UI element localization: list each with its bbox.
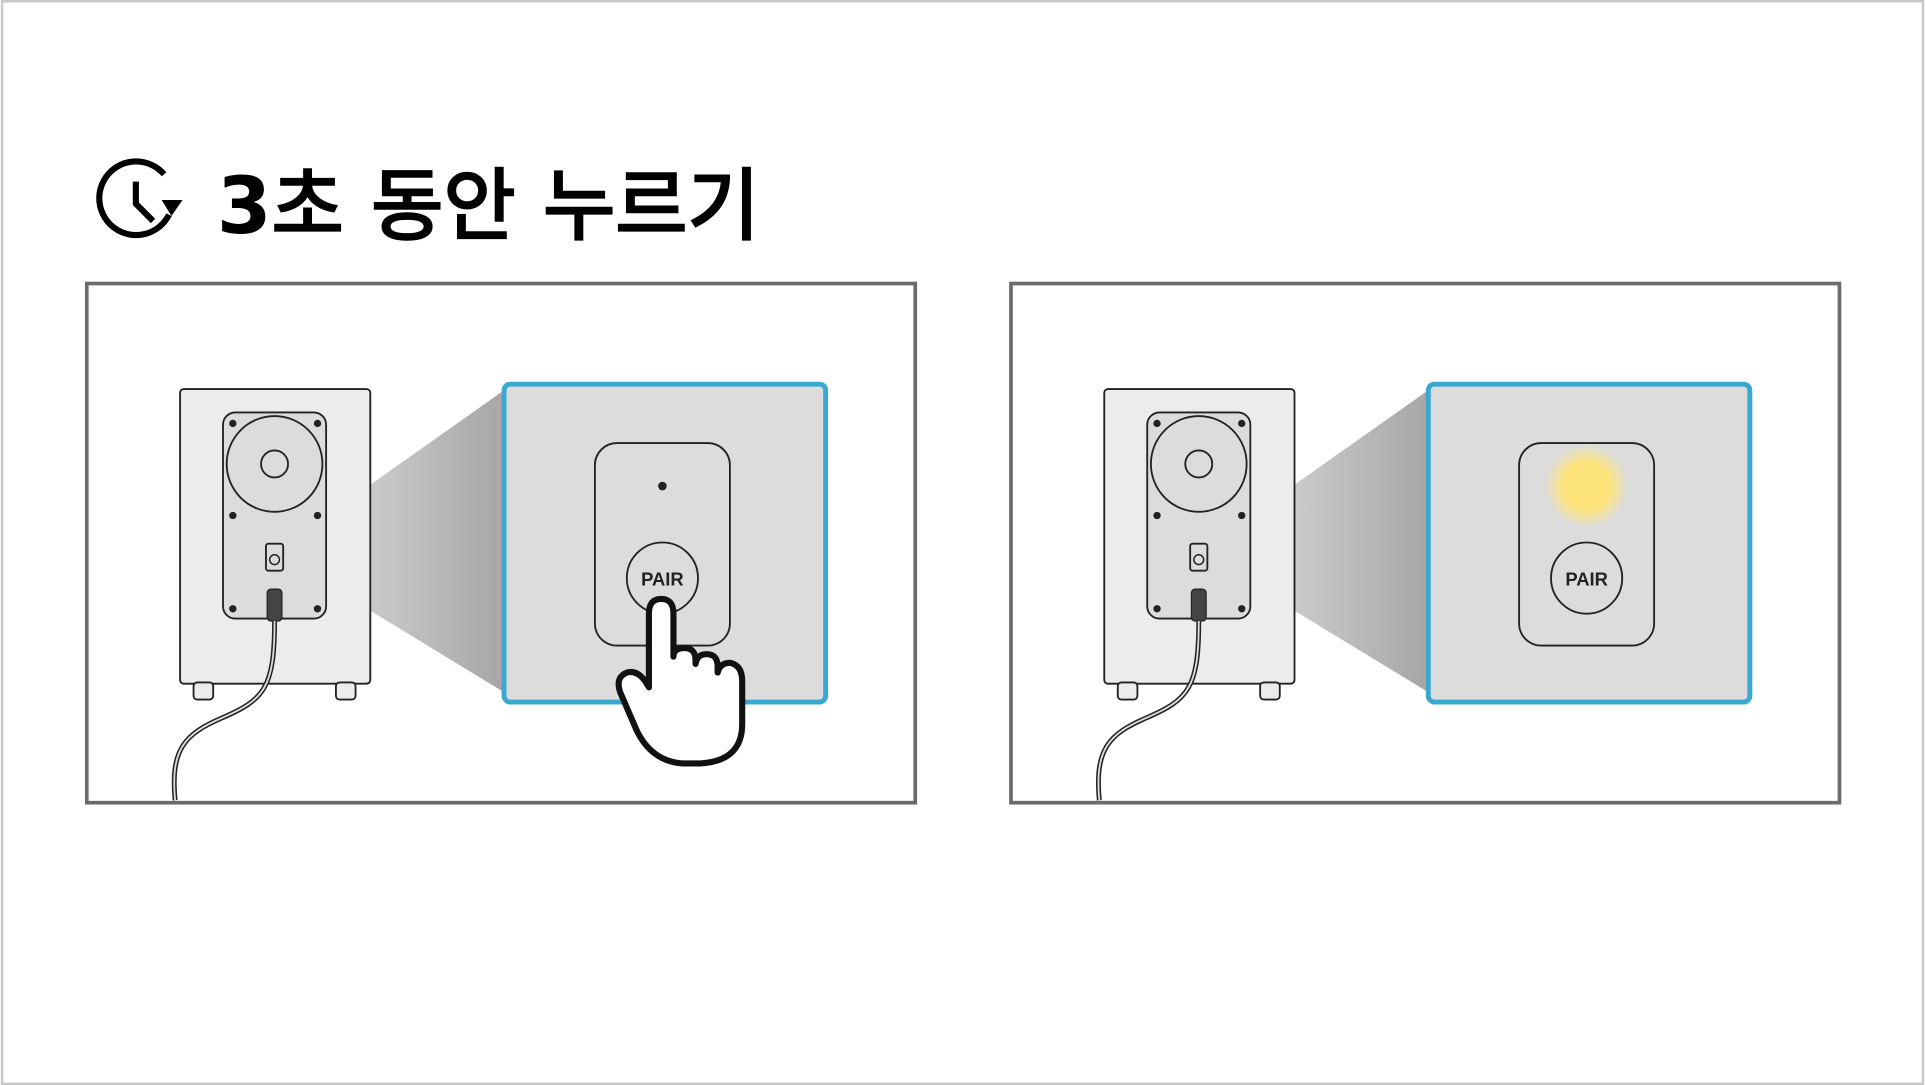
pair-button-label: PAIR <box>1565 568 1608 589</box>
pointing-hand-icon <box>615 595 746 767</box>
clock-rotate-icon <box>96 158 183 239</box>
pair-button-label: PAIR <box>641 568 684 589</box>
zoom-beam <box>274 390 505 693</box>
panel-light-on: PAIR <box>1009 281 1842 805</box>
indicator-light-off <box>658 481 667 491</box>
page-title: 3초 동안 누르기 <box>217 160 760 252</box>
zoom-beam <box>1198 390 1429 693</box>
pair-button <box>1550 541 1624 615</box>
indicator-light-on <box>1544 444 1629 528</box>
panel-press-button: PAIR <box>84 281 918 805</box>
